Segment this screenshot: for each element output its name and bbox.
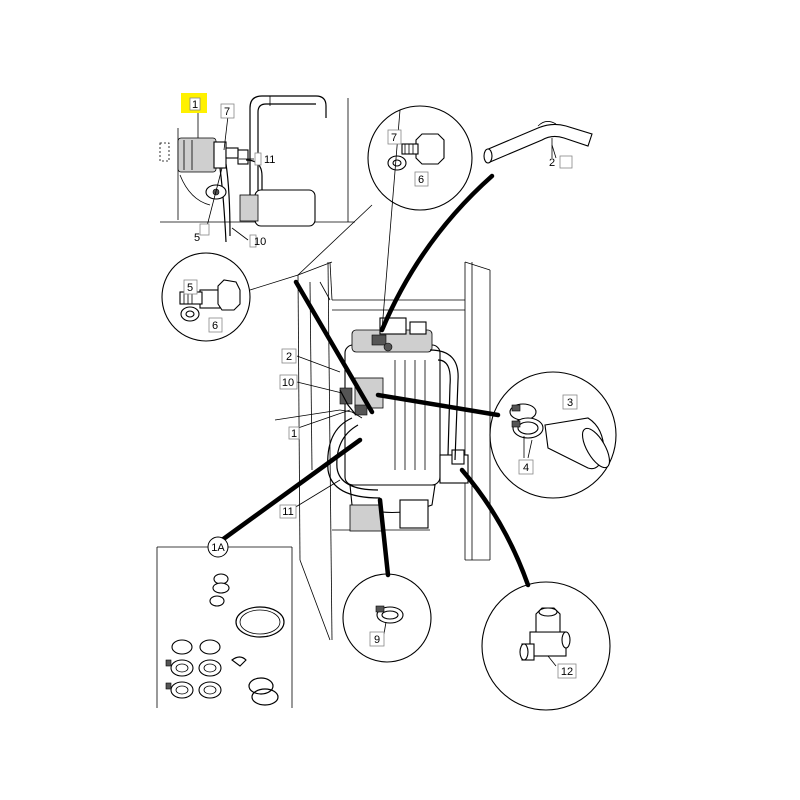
callout-2-main-text: 2 [286, 351, 292, 363]
callout-5-top-text: 5 [194, 232, 200, 244]
callout-2-main: 2 [281, 348, 297, 364]
callout-1a-kit-text: 1A [211, 542, 225, 554]
callout-6-zoom-text: 6 [418, 174, 424, 186]
callout-2-hose-text: 2 [549, 157, 555, 169]
callout-1-top-highlighted: 1 [181, 93, 207, 113]
callout-7-zoom: 7 [387, 129, 402, 145]
callout-10-top-text: 10 [254, 236, 266, 248]
callout-2-hose: 2 [549, 155, 573, 169]
callout-6-zoom-left-text: 6 [212, 320, 218, 332]
zoom-circle-fitting-7 [367, 105, 473, 211]
kit-panel-1a [156, 546, 293, 708]
callout-labels: 1 7 11 5 10 2 7 6 [181, 93, 578, 679]
callout-9-zoom: 9 [369, 631, 385, 647]
callout-12-zoom: 12 [557, 663, 577, 679]
top-left-inset [159, 95, 355, 243]
callout-10-main-text: 10 [282, 377, 294, 389]
callout-11-main: 11 [279, 504, 297, 519]
callout-3-zoom: 3 [562, 394, 578, 410]
callout-11-main-text: 11 [282, 506, 293, 518]
callout-6-zoom: 6 [414, 171, 429, 187]
callout-9-zoom-text: 9 [374, 634, 380, 646]
callout-5-top: 5 [194, 223, 210, 244]
leader-lines [197, 108, 557, 509]
callout-1-top: 1 [192, 99, 198, 111]
callout-1-main-text: 1 [291, 428, 297, 440]
callout-7-zoom-text: 7 [391, 132, 397, 144]
callout-7-top-text: 7 [224, 106, 230, 118]
zoom-circle-tee-12 [481, 581, 611, 711]
callout-1a-kit: 1A [207, 536, 229, 558]
zoom-circle-fitting-5 [161, 252, 251, 342]
callout-12-zoom-text: 12 [561, 666, 573, 678]
callout-11-top-text: 11 [264, 154, 275, 166]
callout-10-main: 10 [279, 374, 298, 390]
callout-4-zoom-text: 4 [523, 462, 529, 474]
callout-1-main: 1 [288, 426, 300, 440]
zoom-circle-clamp-hose [489, 371, 617, 499]
zoom-circle-clamp-9 [342, 573, 432, 663]
callout-3-zoom-text: 3 [567, 397, 573, 409]
callout-4-zoom: 4 [518, 459, 534, 475]
callout-11-top: 11 [254, 152, 275, 166]
callout-10-top: 10 [249, 234, 266, 248]
pointer-lines [219, 109, 531, 588]
callout-6-zoom-left: 6 [208, 317, 223, 333]
callout-7-top: 7 [220, 103, 235, 119]
callout-5-zoom-text: 5 [187, 282, 193, 294]
hose-part-2 [483, 121, 593, 164]
callout-5-zoom: 5 [183, 279, 198, 295]
